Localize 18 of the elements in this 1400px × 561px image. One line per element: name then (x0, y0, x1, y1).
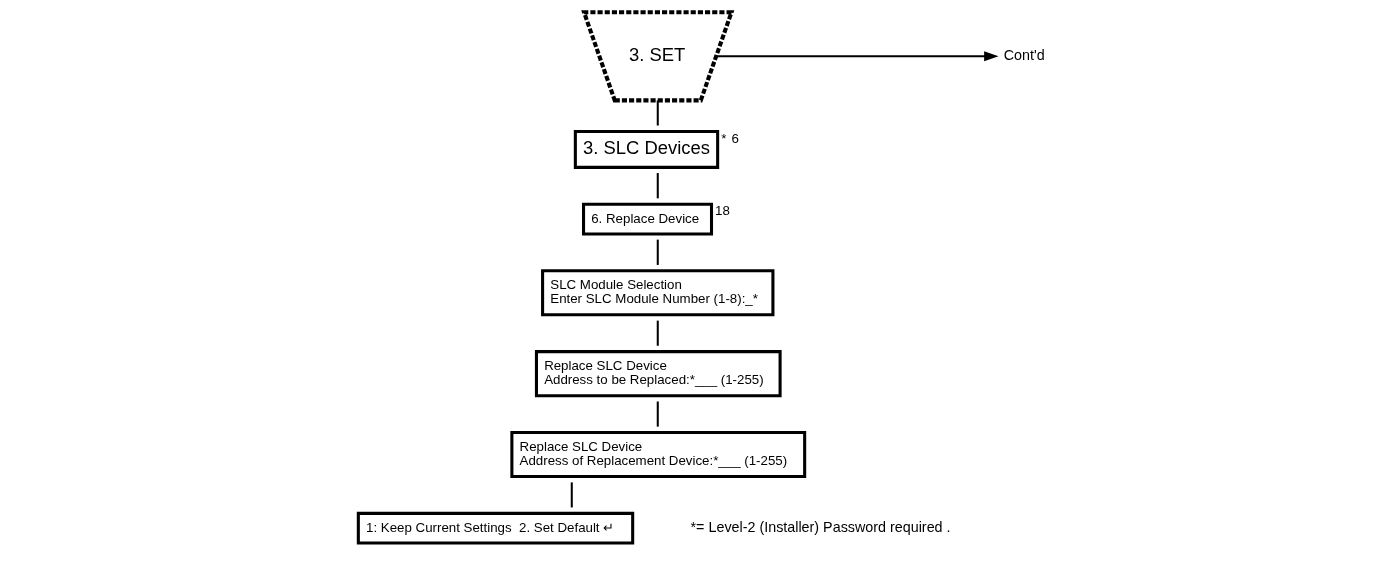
node-box: 1: Keep Current Settings 2. Set Default ↵ (356, 511, 634, 545)
connector (570, 482, 573, 508)
node-text: Cont'd (1003, 47, 1045, 64)
node-box: 6. Replace Device (581, 202, 713, 236)
label: *= Level-2 (Installer) Password required . (690, 519, 951, 536)
node-box: Replace SLC Device Address to be Replaced:*___ (1-255) (534, 350, 782, 398)
node-box: 3. SLC Devices (573, 130, 719, 169)
arrow (715, 51, 998, 62)
connector (656, 401, 659, 427)
node-label: 6 (730, 130, 739, 146)
connector (656, 173, 659, 199)
connector (656, 239, 659, 265)
node-box: SLC Module Selection Enter SLC Module Number (1-8):_* (540, 269, 774, 317)
node-box: Replace SLC Device Address of Replacement Device:*___ (1-255) (509, 431, 806, 479)
connector (656, 100, 659, 126)
node-label: 18 (714, 203, 730, 219)
connector (656, 320, 659, 346)
node-label: * (720, 130, 726, 146)
